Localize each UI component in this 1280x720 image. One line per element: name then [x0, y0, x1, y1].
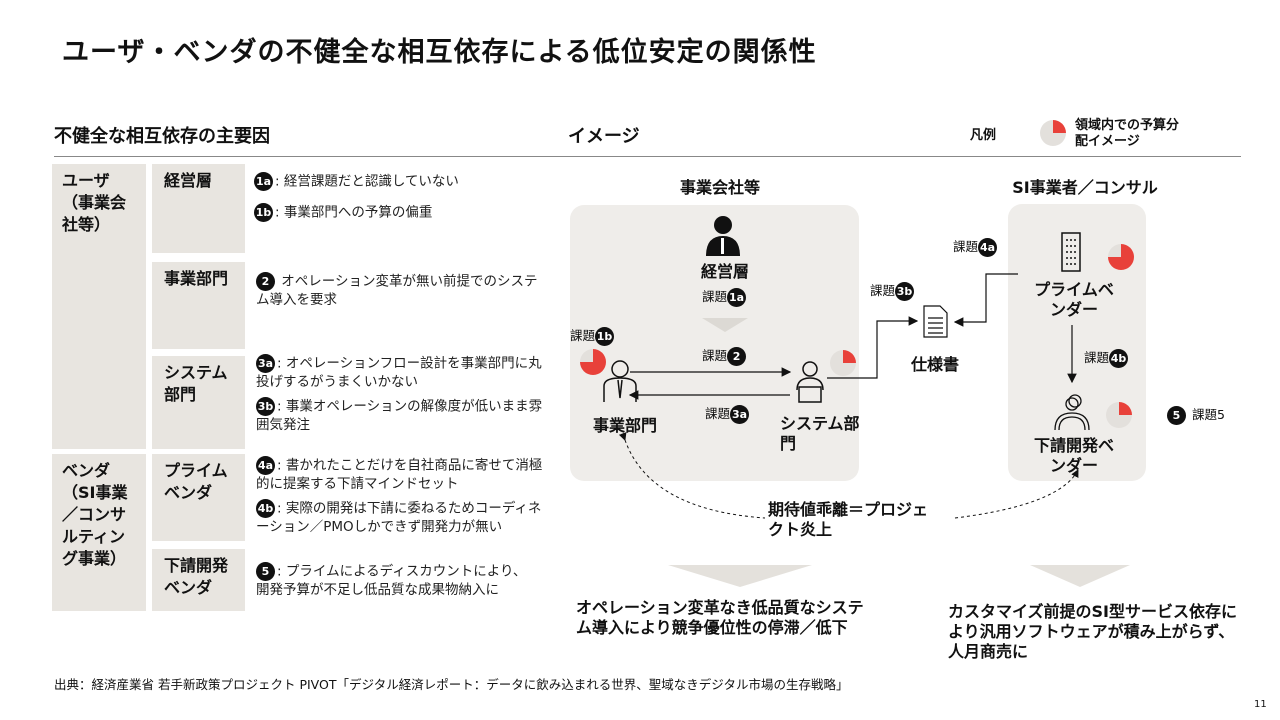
node-biz: 事業部門: [592, 416, 657, 435]
down-arrow-icon: [702, 318, 748, 332]
legend-pie-icon: [1040, 120, 1066, 146]
image-heading: イメージ: [568, 126, 640, 147]
issue-3b: 3b: 事業オペレーションの解像度が低いまま雰囲気発注: [256, 397, 546, 434]
badge: 4b: [256, 499, 275, 518]
issue-text: : オペレーションフロー設計を事業部門に丸投げするがうまくいかない: [256, 355, 542, 391]
divider: [54, 156, 1241, 157]
issue-text: : プライムによるディスカウントにより、開発予算が不足し低品質な成果物納入に: [256, 563, 527, 599]
issue-text: : 実際の開発は下請に委ねるためコーディネーション／PMOしかできず開発力が無い: [256, 500, 542, 536]
row-label-exec: 経営層: [152, 164, 245, 253]
badge: 2: [256, 272, 275, 291]
budget-pie-prime: [1108, 244, 1134, 270]
badge: 4b: [1109, 349, 1129, 368]
issue-4b: 4b: 実際の開発は下請に委ねるためコーディネーション／PMOしかできず開発力が…: [256, 499, 546, 536]
conclusion-right: カスタマイズ前提のSI型サービス依存により汎用ソフトウェアが積み上がらず、人月商…: [948, 602, 1237, 661]
badge: 2: [727, 347, 747, 366]
budget-pie-sub: [1106, 402, 1132, 428]
expectation-gap: 期待値乖離＝プロジェクト炎上: [768, 500, 929, 539]
row-label-biz: 事業部門: [152, 262, 245, 349]
badge: 1b: [254, 203, 273, 222]
badge: 3a: [256, 354, 275, 373]
conclusion-arrow-left: [668, 565, 812, 587]
building-icon: [1061, 232, 1081, 272]
issue-1a: 1a: 経営課題だと認識していない: [254, 172, 554, 191]
conclusion-arrow-right: [1030, 565, 1130, 587]
conclusion-left: オペレーション変革なき低品質なシステム導入により競争優位性の停滞／低下: [576, 598, 864, 637]
left-heading: 不健全な相互依存の主要因: [54, 126, 270, 147]
badge: 3b: [256, 397, 275, 416]
group-user: ユーザ（事業会社等）: [52, 164, 146, 449]
badge: 5: [1167, 406, 1186, 425]
business-person-icon: [603, 360, 637, 402]
issue-2: 2 オペレーション変革が無い前提でのシステム導入を要求: [256, 272, 546, 309]
issue-tag-5: 5 課題5: [1167, 404, 1225, 425]
issue-text: : 経営課題だと認識していない: [275, 173, 459, 190]
engineer-icon: [796, 361, 824, 403]
badge: 5: [256, 562, 275, 581]
row-label-sub: 下請開発ベンダ: [152, 549, 245, 611]
badge: 4a: [256, 456, 275, 475]
issue-3a: 3a: オペレーションフロー設計を事業部門に丸投げするがうまくいかない: [256, 354, 546, 391]
badge: 1b: [595, 327, 615, 346]
node-exec: 経営層: [700, 262, 749, 281]
issue-text: : 事業オペレーションの解像度が低いまま雰囲気発注: [256, 398, 543, 434]
node-prime: プライムベンダー: [1034, 280, 1114, 319]
subcontractor-group-icon: [1054, 394, 1090, 431]
badge: 1a: [254, 172, 273, 191]
badge: 3a: [730, 405, 750, 424]
issue-text: オペレーション変革が無い前提でのシステム導入を要求: [256, 273, 538, 309]
badge: 1a: [727, 288, 747, 307]
legend-text: 領域内での予算分配イメージ: [1075, 118, 1180, 149]
legend-label: 凡例: [970, 128, 997, 143]
group-vendor: ベンダ（SI事業／コンサルティング事業）: [52, 454, 146, 611]
issue-4a: 4a: 書かれたことだけを自社商品に寄せて消極的に提案する下請マインドセット: [256, 456, 551, 493]
page-number: 11: [1254, 699, 1267, 710]
source-note: 出典：経済産業省 若手新政策プロジェクト PIVOT「デジタル経済レポート：デー…: [54, 677, 849, 692]
budget-pie-biz: [580, 349, 606, 375]
node-sys: システム部門: [780, 414, 860, 453]
budget-pie-sys: [830, 350, 856, 376]
issue-text: : 書かれたことだけを自社商品に寄せて消極的に提案する下請マインドセット: [256, 457, 543, 493]
badge: 3b: [895, 282, 915, 301]
gap-arrow-left: [618, 432, 766, 519]
issue-1b: 1b: 事業部門への予算の偏重: [254, 203, 554, 222]
row-label-sys: システム部門: [152, 356, 245, 449]
badge: 4a: [978, 238, 998, 257]
document-icon: [923, 305, 948, 338]
issue-5: 5: プライムによるディスカウントにより、開発予算が不足し低品質な成果物納入に: [256, 562, 536, 599]
page-title: ユーザ・ベンダの不健全な相互依存による低位安定の関係性: [62, 37, 817, 68]
node-spec: 仕様書: [910, 355, 959, 374]
executive-icon: [706, 216, 740, 256]
row-label-prime: プライムベンダ: [152, 454, 245, 541]
user-panel-title: 事業会社等: [679, 178, 760, 197]
vendor-panel-title: SI事業者／コンサル: [1012, 178, 1158, 197]
node-sub: 下請開発ベンダー: [1033, 436, 1114, 475]
issue-text: : 事業部門への予算の偏重: [275, 204, 433, 221]
gap-arrow-right: [954, 469, 1079, 519]
